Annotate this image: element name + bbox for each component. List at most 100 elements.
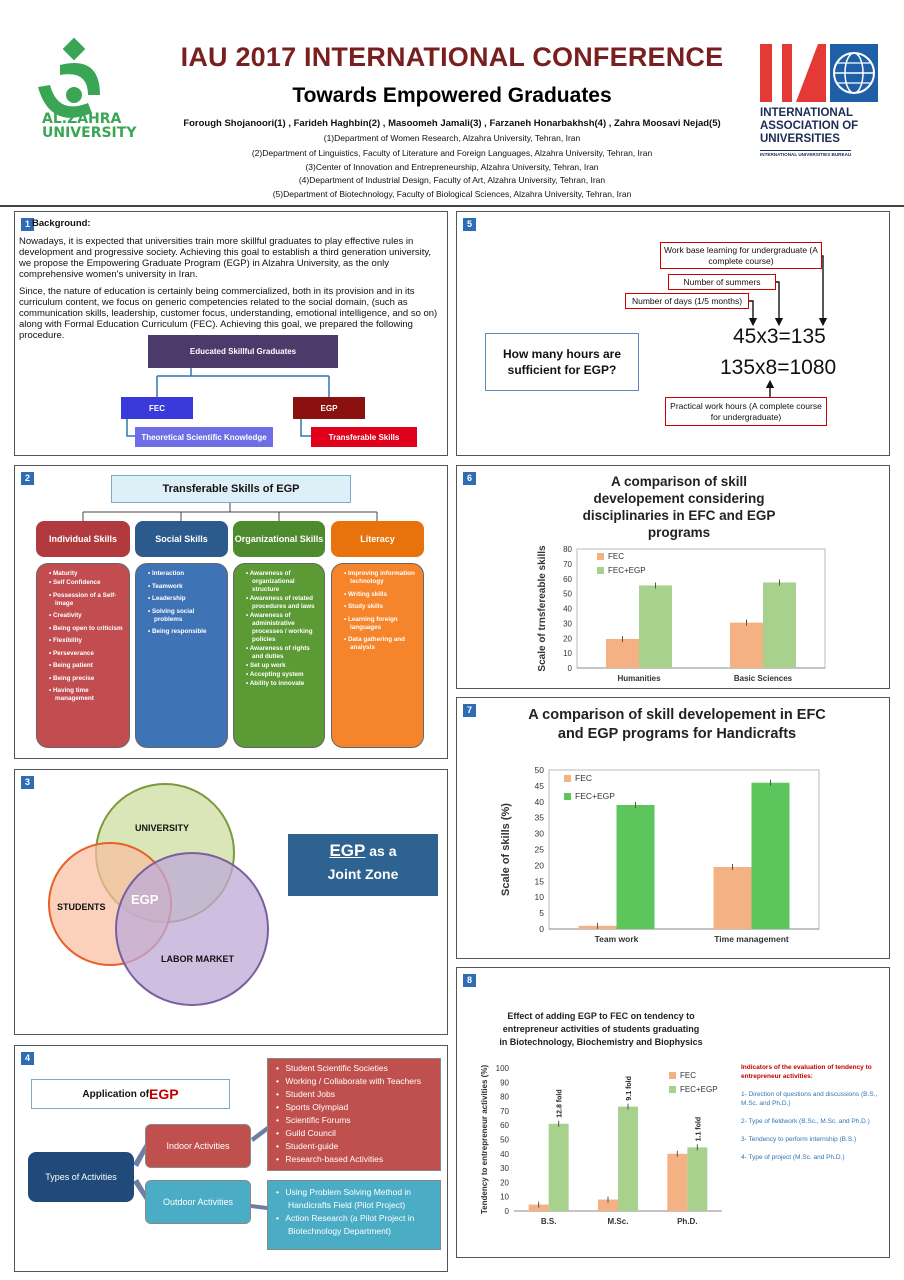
legend-swatch	[564, 775, 571, 782]
y-tick-label: 0	[539, 924, 544, 934]
fec-box: FEC	[121, 397, 193, 419]
y-tick-label: 0	[505, 1207, 510, 1216]
conference-title: IAU 2017 INTERNATIONAL CONFERENCE	[180, 42, 724, 72]
indoor-item: Research-based Activities	[276, 1153, 421, 1166]
legend-swatch	[564, 793, 571, 800]
indicator-item: 1- Direction of questions and discussion…	[741, 1091, 878, 1107]
legend-swatch	[669, 1086, 676, 1093]
legend-swatch	[669, 1072, 676, 1079]
y-tick-label: 50	[535, 765, 545, 775]
students-label: STUDENTS	[57, 902, 106, 912]
y-tick-label: 20	[500, 1178, 509, 1187]
question-box: How many hours are sufficient for EGP?	[485, 333, 639, 391]
procedure-connectors	[126, 368, 330, 437]
skill-item: Being precise	[47, 675, 123, 683]
panel-hours: 5 How many hours are sufficient for EGP?…	[456, 211, 890, 456]
poster-subtitle: Towards Empowered Graduates	[292, 84, 612, 107]
skill-item: Being open to criticism	[47, 625, 123, 633]
legend-label: FEC+EGP	[575, 791, 615, 801]
alzahra-logo-icon	[38, 37, 100, 118]
individual-skills-list: Maturity Self Confidence Possession of a…	[36, 563, 130, 748]
y-tick-label: 25	[535, 845, 545, 855]
y-tick-label: 10	[500, 1193, 509, 1202]
panel-number: 2	[21, 472, 34, 485]
bar-fec-plus-egp	[751, 782, 790, 929]
skill-item: Set up work	[244, 662, 318, 670]
skill-item: Ability to innovate	[244, 680, 318, 688]
legend-swatch	[597, 553, 604, 560]
organizational-skills-head: Organizational Skills	[233, 521, 325, 557]
chart-title: disciplinaries in EFC and EGP	[583, 508, 776, 523]
iau-logo-line-3: UNIVERSITIES	[760, 133, 840, 145]
y-tick-label: 40	[563, 605, 572, 614]
individual-skills-head: Individual Skills	[36, 521, 130, 557]
legend-swatch	[597, 567, 604, 574]
panel-number: 1	[21, 218, 34, 231]
chart-handicrafts: A comparison of skill developement in EF…	[500, 707, 826, 944]
labor-market-label: LABOR MARKET	[161, 954, 234, 964]
application-prefix: Application of	[82, 1088, 150, 1100]
indoor-item: Student-guide	[276, 1140, 421, 1153]
joint-zone-as: as a	[365, 843, 397, 859]
y-tick-label: 50	[563, 590, 572, 599]
affiliation-4: (4)Department of Industrial Design, Facu…	[298, 175, 606, 185]
bar-fec-plus-egp	[639, 585, 672, 668]
background-paragraph-2: Since, the nature of education is certai…	[19, 286, 438, 341]
skill-item: Maturity	[47, 570, 123, 578]
indoor-item: Scientific Forums	[276, 1114, 421, 1127]
x-tick-label: Humanities	[617, 674, 661, 683]
panel-application: 4 Application of EGP Types of Activities…	[14, 1045, 448, 1272]
wbl-box: Work base learning for undergraduate (A …	[660, 242, 822, 269]
affiliation-5: (5)Department of Biotechnology, Faculty …	[272, 189, 632, 199]
y-axis-label: Scale of trnsfereable skills	[537, 545, 548, 672]
transferable-skills-box: Transferable Skills	[311, 427, 417, 447]
egp-box: EGP	[293, 397, 365, 419]
social-skills-list: Interaction Teamwork Leadership Solving …	[135, 563, 228, 748]
y-tick-label: 20	[563, 634, 572, 643]
y-tick-label: 40	[535, 797, 545, 807]
panel-number: 5	[463, 218, 476, 231]
literacy-head: Literacy	[331, 521, 424, 557]
transferable-skills-title: Transferable Skills of EGP	[111, 475, 351, 503]
x-tick-label: Team work	[595, 934, 639, 944]
skill-item: Learning foreign languages	[342, 616, 417, 632]
chart-entrepreneur: Effect of adding EGP to FEC on tendency …	[480, 1011, 722, 1226]
y-tick-label: 70	[563, 560, 572, 569]
indoor-item: Guild Council	[276, 1127, 421, 1140]
indicator-item: 2- Type of fieldwork (B.Sc., M.Sc. and P…	[741, 1118, 870, 1125]
skill-item: Flexibility	[47, 637, 123, 645]
y-tick-label: 80	[500, 1093, 509, 1102]
y-tick-label: 45	[535, 781, 545, 791]
skills-connectors	[82, 503, 378, 522]
outdoor-item: Action Research (a Pilot Project in Biot…	[276, 1212, 438, 1238]
panel-number: 4	[21, 1052, 34, 1065]
skill-item: Having time management	[47, 687, 123, 703]
skill-item: Improving information technology	[342, 570, 417, 586]
legend-label: FEC	[575, 773, 592, 783]
bar-fec	[730, 622, 763, 668]
labor-market-circle	[115, 852, 269, 1006]
fold-annotation: 1.1 fold	[695, 1117, 702, 1142]
panel-background: 1 Background: Nowadays, it is expected t…	[14, 211, 448, 456]
bar-fec	[606, 638, 639, 668]
affiliation-3: (3)Center of Innovation and Entrepreneur…	[305, 162, 599, 172]
joint-zone-text: Joint Zone	[327, 866, 399, 882]
y-tick-label: 90	[500, 1078, 509, 1087]
practical-hours-box: Practical work hours (A complete course …	[665, 397, 827, 426]
panel-joint-zone: 3 UNIVERSITY STUDENTS LABOR MARKET EGP E…	[14, 769, 448, 1035]
y-tick-label: 35	[535, 813, 545, 823]
authors: Forough Shojanoori(1) , Farideh Haghbin(…	[183, 118, 721, 129]
skill-item: Possession of a Self-image	[47, 592, 123, 608]
skill-item: Being responsible	[146, 628, 221, 636]
chart-title: A comparison of skill developement in EF…	[528, 707, 826, 723]
y-tick-label: 5	[539, 908, 544, 918]
background-paragraph-1: Nowadays, it is expected that universiti…	[19, 236, 432, 280]
hours-arrows	[748, 255, 828, 398]
y-tick-label: 70	[500, 1107, 509, 1116]
iau-logo-icon	[760, 44, 878, 102]
x-tick-label: Basic Sciences	[734, 674, 793, 683]
bar-fec	[598, 1199, 618, 1211]
joint-zone-egp: EGP	[329, 841, 366, 860]
days-box: Number of days (1/5 months)	[625, 293, 749, 309]
